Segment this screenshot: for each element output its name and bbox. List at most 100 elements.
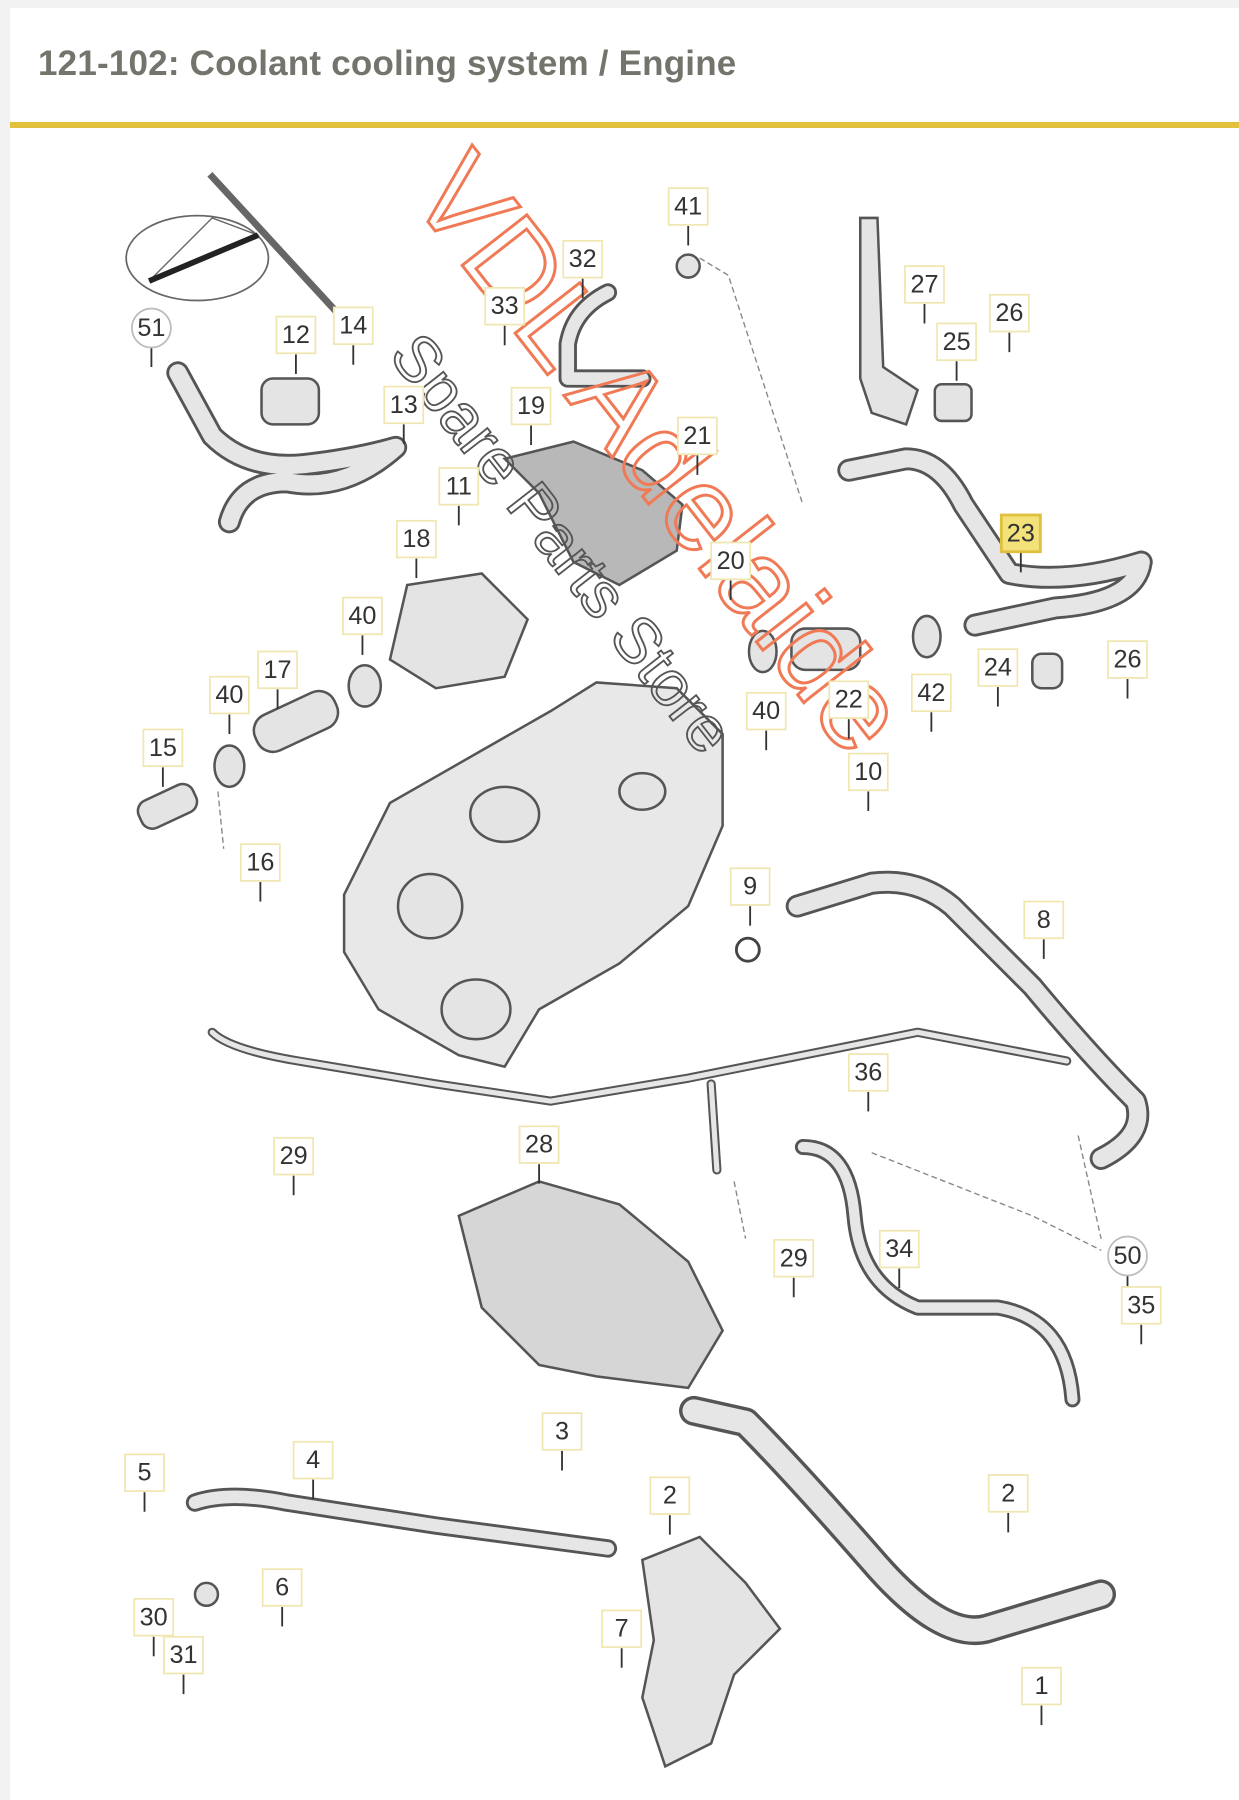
callout-number: 26: [995, 299, 1023, 327]
callout-2[interactable]: 2: [649, 1476, 691, 1535]
callout-box: [1021, 1666, 1062, 1706]
parts-diagram: VDL Adelaide Spare Parts Store 413233272…: [124, 128, 1162, 1769]
part-pipe-4: [185, 1487, 618, 1558]
part-pump-18: [388, 572, 530, 690]
callout-26[interactable]: 26: [989, 293, 1030, 353]
callout-13[interactable]: 13: [383, 385, 425, 444]
callout-41[interactable]: 41: [667, 187, 709, 246]
callout-24[interactable]: 24: [977, 648, 1019, 707]
orientation-symbol-icon: [125, 172, 359, 335]
part-bracket-27: [858, 216, 920, 426]
callout-box: [1107, 1235, 1148, 1277]
callout-4[interactable]: 4: [292, 1440, 334, 1500]
callout-number: 4: [306, 1446, 320, 1474]
callout-number: 11: [446, 472, 472, 500]
callout-number: 40: [215, 681, 243, 709]
callout-number: 51: [137, 314, 165, 342]
callout-35[interactable]: 35: [1120, 1286, 1162, 1345]
callout-box: [124, 1453, 165, 1492]
callout-21[interactable]: 21: [677, 416, 718, 475]
callout-box: [1023, 900, 1065, 940]
callout-number: 17: [264, 656, 292, 684]
callout-22[interactable]: 22: [828, 680, 870, 739]
callout-8[interactable]: 8: [1023, 900, 1065, 959]
callout-number: 33: [491, 292, 519, 320]
callout-box: [977, 648, 1019, 687]
callout-7[interactable]: 7: [601, 1609, 643, 1668]
callout-3[interactable]: 3: [541, 1412, 583, 1471]
callout-36[interactable]: 36: [847, 1053, 889, 1112]
callout-number: 50: [1113, 1242, 1141, 1270]
callout-31[interactable]: 31: [163, 1635, 204, 1695]
callout-40[interactable]: 40: [209, 675, 250, 735]
part-pipe-34: [794, 1138, 1081, 1408]
callout-number: 32: [569, 245, 597, 273]
callout-box: [292, 1440, 334, 1480]
callout-number: 3: [555, 1417, 569, 1445]
callout-box: [710, 541, 751, 581]
callout-number: 29: [280, 1142, 308, 1170]
callout-15[interactable]: 15: [142, 728, 184, 787]
part-pipe-8: [785, 870, 1150, 1170]
callout-2[interactable]: 2: [987, 1474, 1029, 1533]
part-pipe-32: [558, 283, 652, 388]
callout-16[interactable]: 16: [240, 843, 281, 902]
callout-42[interactable]: 42: [911, 673, 952, 732]
callout-number: 14: [339, 312, 367, 340]
callout-19[interactable]: 19: [510, 386, 552, 446]
callout-40[interactable]: 40: [342, 596, 383, 655]
part-pipe-1: [679, 1395, 1117, 1646]
callout-33[interactable]: 33: [484, 287, 526, 346]
part-clamp-40c: [213, 744, 246, 789]
callout-32[interactable]: 32: [562, 240, 604, 299]
callout-26[interactable]: 26: [1107, 640, 1148, 699]
callout-box: [275, 315, 317, 355]
callout-box: [667, 187, 709, 226]
callout-11[interactable]: 11: [438, 467, 480, 526]
callout-20[interactable]: 20: [710, 541, 751, 600]
callout-number: 40: [752, 697, 780, 725]
callout-50[interactable]: 50: [1107, 1235, 1148, 1295]
part-hose-11: [166, 361, 408, 534]
callout-number: 31: [169, 1641, 197, 1669]
callout-number: 20: [717, 547, 745, 575]
callout-number: 9: [743, 873, 757, 901]
callout-34[interactable]: 34: [878, 1229, 920, 1289]
callout-40[interactable]: 40: [745, 691, 787, 751]
callout-6[interactable]: 6: [261, 1568, 303, 1627]
callout-51[interactable]: 51: [131, 307, 172, 368]
callout-17[interactable]: 17: [257, 650, 298, 709]
callout-box: [518, 1125, 560, 1164]
callout-18[interactable]: 18: [396, 519, 437, 579]
callout-27[interactable]: 27: [904, 265, 945, 324]
callout-box: [677, 416, 718, 456]
callout-5[interactable]: 5: [124, 1453, 165, 1512]
title-divider: [10, 122, 1239, 128]
callout-1[interactable]: 1: [1021, 1666, 1062, 1726]
callout-number: 2: [663, 1482, 677, 1510]
callout-number: 25: [943, 328, 971, 356]
part-hose-22: [790, 627, 862, 672]
callout-number: 8: [1037, 906, 1051, 934]
callout-number: 23: [1007, 519, 1035, 547]
callout-14[interactable]: 14: [332, 306, 374, 365]
callout-25[interactable]: 25: [936, 322, 977, 381]
callout-number: 19: [517, 392, 545, 420]
callout-box: [773, 1239, 815, 1278]
callout-number: 1: [1034, 1672, 1048, 1700]
callout-30[interactable]: 30: [133, 1598, 175, 1657]
callout-number: 13: [390, 391, 418, 419]
callout-9[interactable]: 9: [729, 867, 771, 926]
part-41: [675, 253, 701, 279]
callout-29[interactable]: 29: [773, 1239, 815, 1298]
callout-29[interactable]: 29: [273, 1136, 314, 1196]
part-line-28: [207, 1027, 1072, 1175]
callout-10[interactable]: 10: [847, 752, 889, 811]
callout-number: 15: [149, 734, 177, 762]
callout-box: [273, 1136, 314, 1176]
callout-28[interactable]: 28: [518, 1125, 560, 1184]
callout-number: 34: [885, 1235, 913, 1263]
callout-12[interactable]: 12: [275, 315, 317, 374]
callout-23[interactable]: 23: [999, 513, 1042, 573]
callout-number: 2: [1001, 1479, 1015, 1507]
